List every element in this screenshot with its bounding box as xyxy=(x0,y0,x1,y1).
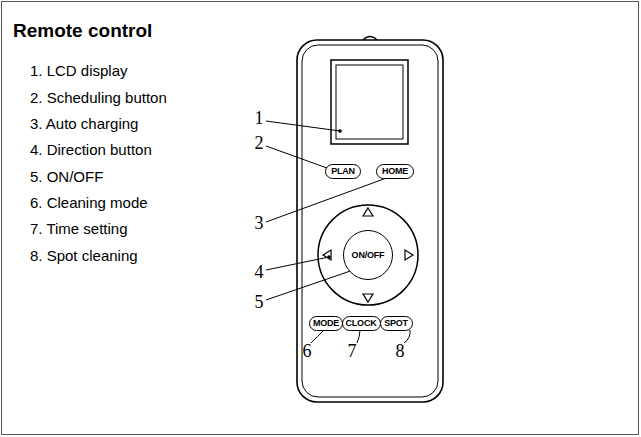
callout-number: 1 xyxy=(255,108,264,129)
diagram-title: Remote control xyxy=(13,20,152,42)
spot-button: SPOT xyxy=(380,316,413,331)
leader-line xyxy=(266,121,340,131)
legend-item: 2. Scheduling button xyxy=(30,89,167,106)
callout-number: 4 xyxy=(255,262,264,283)
button-label: ON/OFF xyxy=(352,251,385,260)
leader-line xyxy=(357,330,360,343)
remote-inner-edge xyxy=(302,45,438,397)
remote-body xyxy=(297,40,443,402)
arrow-right xyxy=(405,250,413,260)
leader-dot xyxy=(327,255,331,259)
mode-button: MODE xyxy=(309,316,343,331)
lcd-inner xyxy=(336,65,403,139)
legend-item: 1. LCD display xyxy=(30,62,128,79)
callout-number: 3 xyxy=(255,213,264,234)
plan-button: PLAN xyxy=(325,164,361,179)
callout-number: 8 xyxy=(396,341,405,362)
leader-line xyxy=(311,330,324,343)
button-label: CLOCK xyxy=(346,319,377,328)
legend-item: 6. Cleaning mode xyxy=(30,194,148,211)
home-button: HOME xyxy=(376,164,414,179)
leader-line xyxy=(404,330,410,343)
arrow-down xyxy=(363,294,373,302)
leader-line xyxy=(266,267,362,300)
callout-number: 7 xyxy=(348,341,357,362)
button-label: SPOT xyxy=(384,319,408,328)
direction-ring xyxy=(318,205,418,305)
callout-number: 2 xyxy=(255,133,264,154)
button-label: PLAN xyxy=(331,167,355,176)
legend-item: 5. ON/OFF xyxy=(30,168,103,185)
button-label: MODE xyxy=(313,319,339,328)
legend-item: 7. Time setting xyxy=(30,220,128,237)
leader-line xyxy=(266,257,329,270)
leader-line xyxy=(266,176,392,222)
leader-dot xyxy=(338,129,342,133)
lcd-screen xyxy=(331,60,408,144)
legend-item: 4. Direction button xyxy=(30,141,152,158)
onoff-button: ON/OFF xyxy=(343,230,393,280)
button-label: HOME xyxy=(382,167,408,176)
callout-number: 5 xyxy=(255,292,264,313)
legend-item: 3. Auto charging xyxy=(30,115,138,132)
leader-lines xyxy=(266,121,410,343)
callout-number: 6 xyxy=(303,341,312,362)
arrow-up xyxy=(363,208,373,216)
clock-button: CLOCK xyxy=(342,316,381,331)
legend-item: 8. Spot cleaning xyxy=(30,247,138,264)
